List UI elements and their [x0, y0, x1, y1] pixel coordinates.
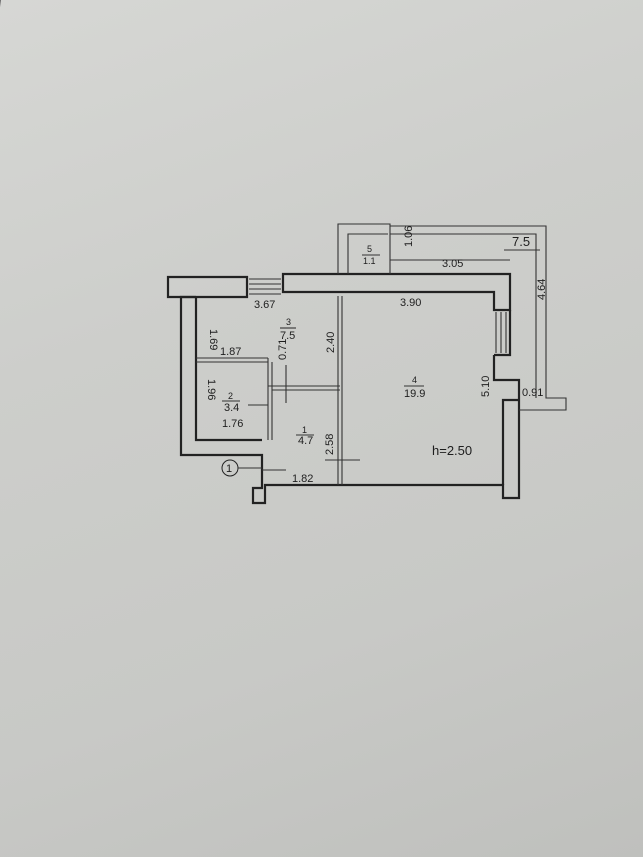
room-1: 1 4.7	[296, 425, 314, 447]
dim-room1-width: 1.82	[292, 473, 313, 485]
room-5: 5 1.1	[362, 244, 380, 266]
dim-room3-depth: 1.69	[207, 329, 219, 350]
dim-storage-depth: 1.06	[403, 226, 415, 247]
room-area: 4.7	[298, 435, 313, 447]
dim-balcony-ext: 0.91	[522, 387, 543, 399]
outer-wall	[281, 272, 512, 312]
inner-wall-line	[501, 398, 519, 485]
room-area: 3.4	[224, 402, 239, 414]
dimension-labels: 3.67 3.90 1.69 1.87 1.76 1.96 0.71 2.40 …	[205, 226, 548, 485]
window-right	[495, 312, 507, 353]
axis-marker-label: 1	[226, 463, 232, 475]
room-area: 19.9	[404, 388, 425, 400]
dim-room1-depth: 2.58	[324, 434, 336, 455]
dim-balcony-depth: 4.64	[536, 279, 548, 300]
dim-balcony-width: 3.05	[442, 258, 463, 270]
dim-corridor-width: 0.71	[277, 339, 289, 360]
dim-room4-depth: 5.10	[480, 376, 492, 397]
room-number: 2	[228, 391, 233, 401]
dim-room2-width-bottom: 1.76	[222, 418, 243, 430]
balcony-area: 7.5	[512, 234, 530, 249]
partitions	[196, 296, 360, 485]
room-3: 3 7.5	[280, 317, 296, 342]
room-number: 5	[367, 244, 372, 254]
outer-walls	[166, 272, 521, 505]
dim-room4-width: 3.90	[400, 297, 421, 309]
window-top	[249, 278, 281, 295]
dim-room2-depth: 1.96	[205, 379, 217, 400]
room-number: 1	[302, 425, 307, 435]
room-area: 1.1	[363, 256, 376, 266]
room-2: 2 3.4	[222, 391, 240, 414]
inner-wall-line	[194, 297, 512, 442]
axis-marker: 1	[221, 459, 262, 477]
outer-wall	[166, 275, 249, 299]
outer-wall	[179, 295, 521, 505]
dim-room3-width: 3.67	[254, 299, 275, 311]
dim-partition-length: 2.40	[325, 332, 337, 353]
room-number: 3	[286, 317, 291, 327]
ceiling-height: h=2.50	[432, 443, 472, 458]
room-area: 7.5	[280, 330, 295, 342]
dim-room2-width-top: 1.87	[220, 346, 241, 358]
room-number: 4	[412, 375, 417, 385]
room-4: 4 19.9	[404, 375, 425, 400]
balcony-outline	[337, 223, 567, 411]
